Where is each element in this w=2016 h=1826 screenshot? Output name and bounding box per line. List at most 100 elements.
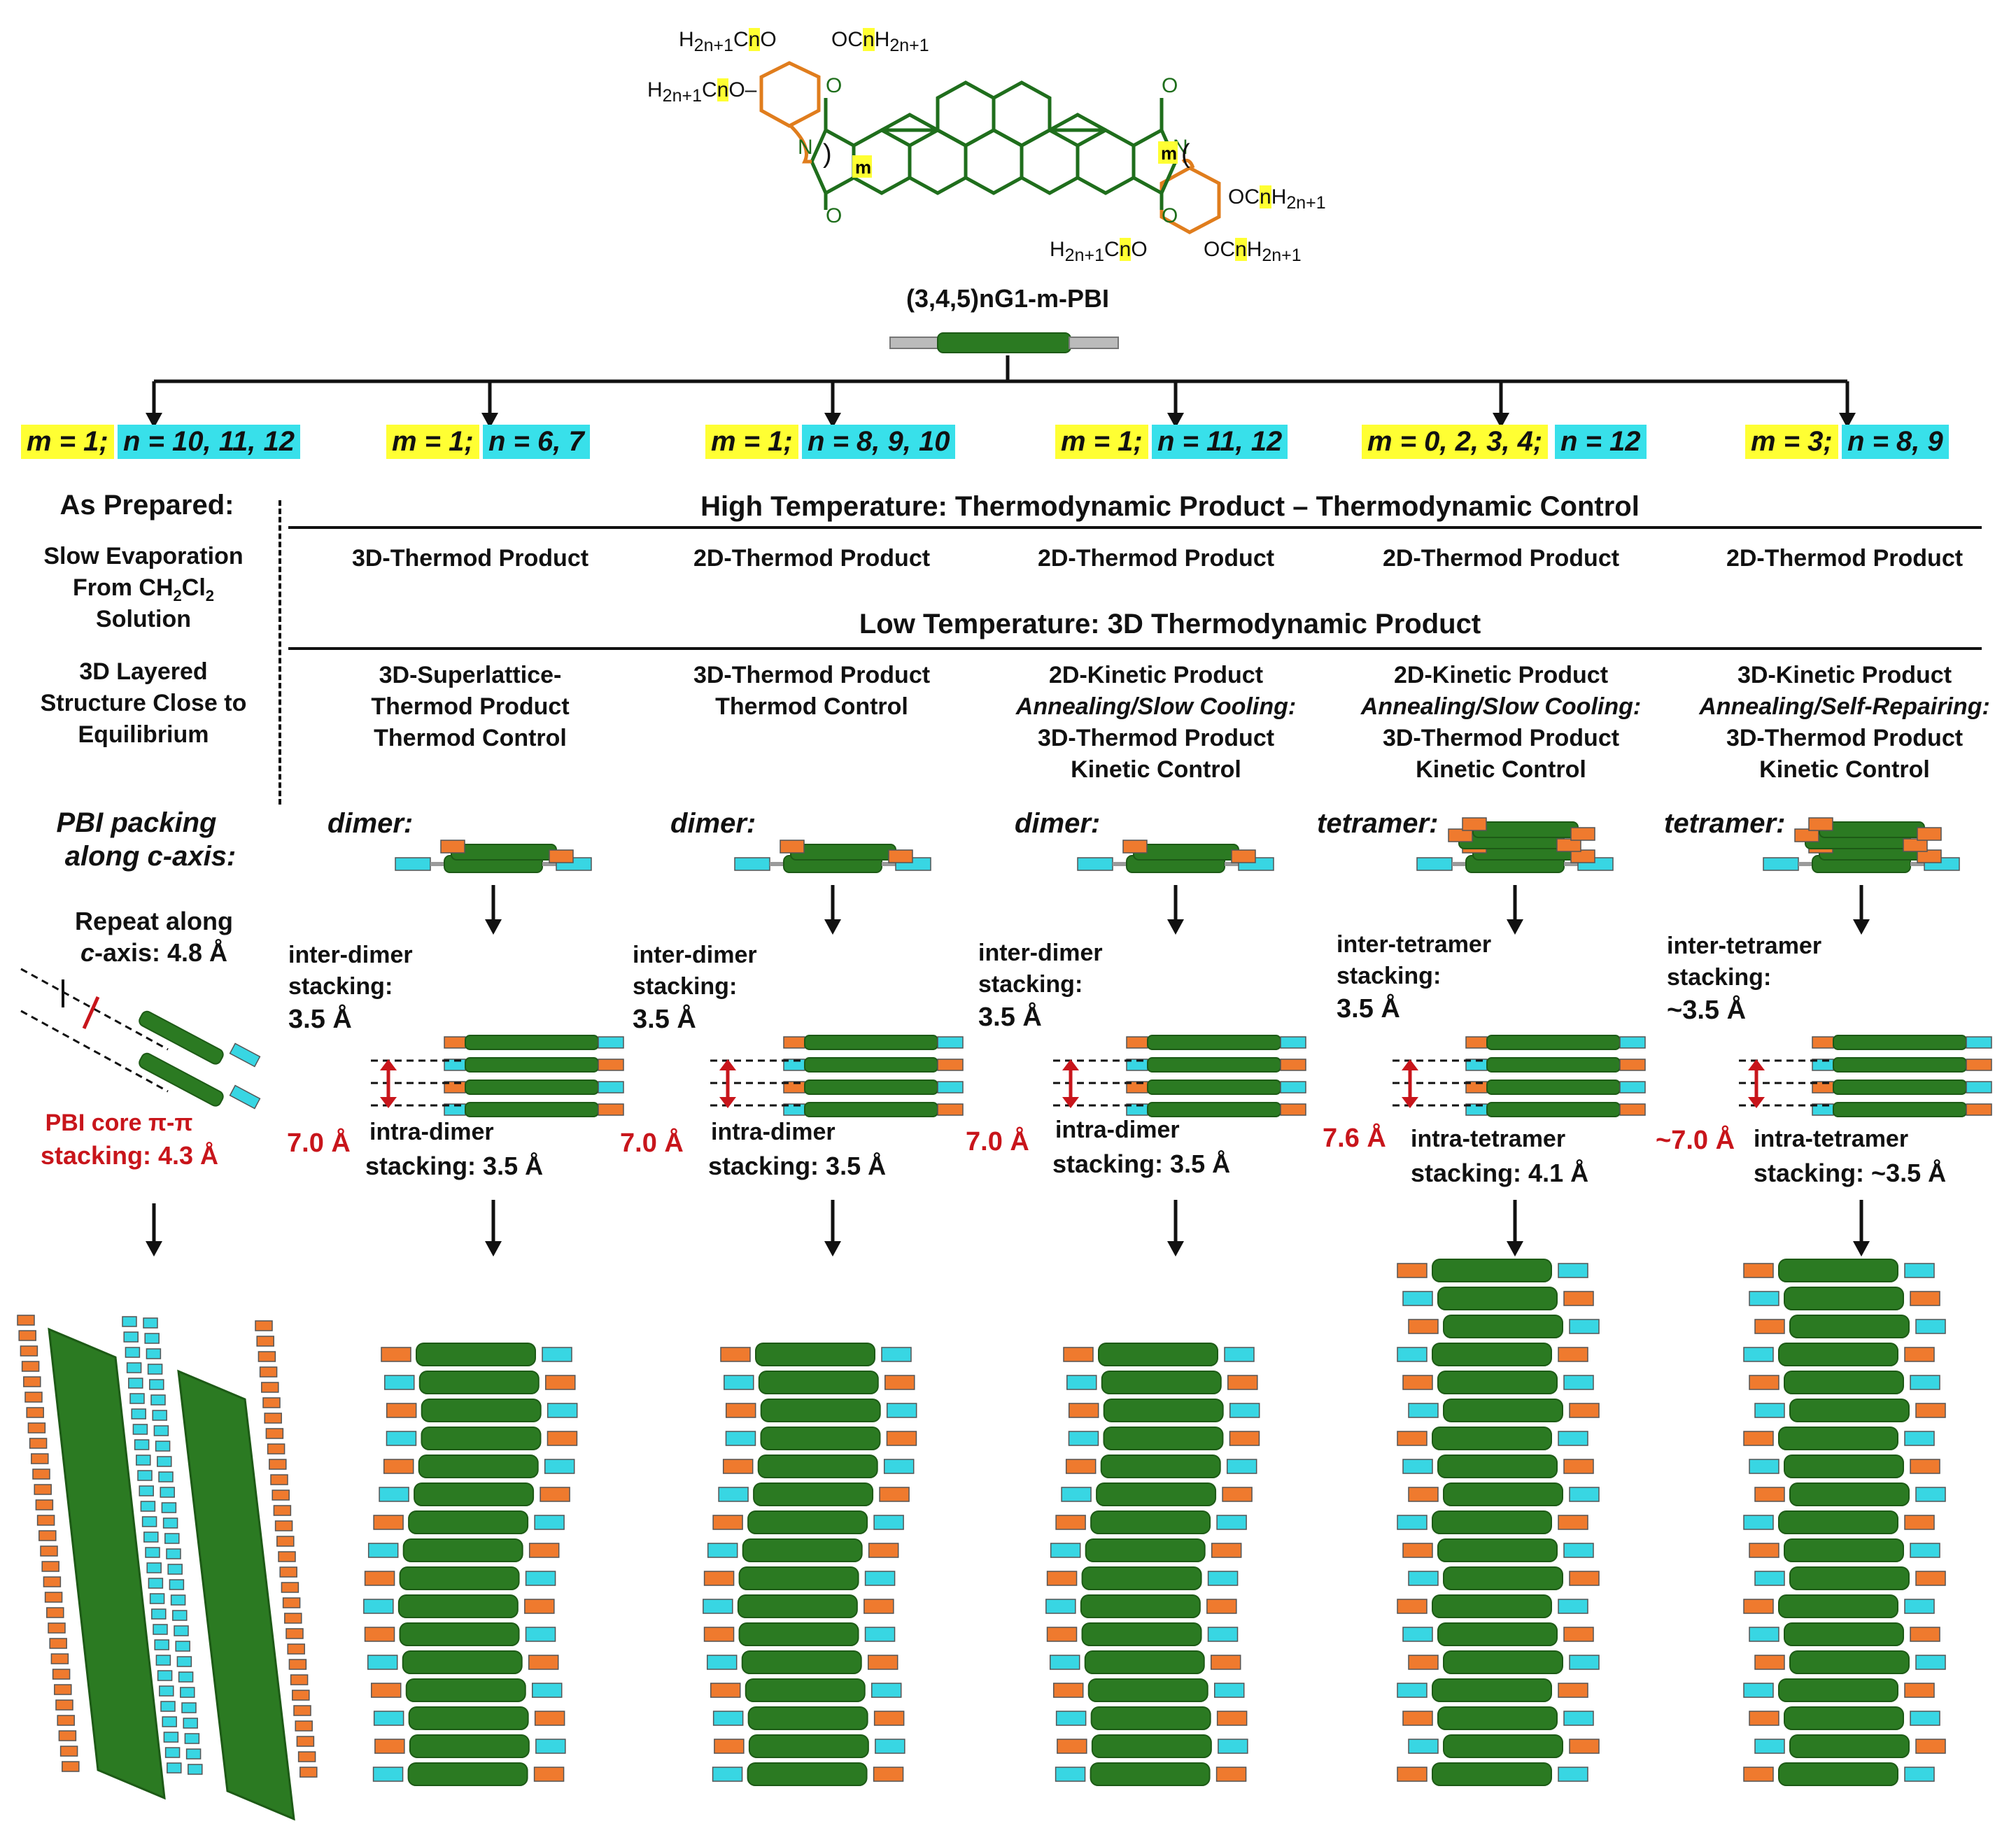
column-3-end-right-5 bbox=[1226, 1459, 1257, 1474]
column-2-end-left-10 bbox=[703, 1599, 733, 1614]
column-1-core-16 bbox=[407, 1762, 528, 1786]
column-1-end-right-14 bbox=[534, 1711, 565, 1726]
layer-left-end-5 bbox=[23, 1376, 41, 1387]
low-product-1-l2: Thermod Product bbox=[371, 693, 570, 720]
stack-1-core-2 bbox=[465, 1057, 599, 1073]
layer-left-end-2 bbox=[18, 1330, 36, 1341]
layer-left-end-10 bbox=[31, 1453, 49, 1464]
column-1-core-15 bbox=[409, 1734, 530, 1758]
column-1-end-left-1 bbox=[381, 1347, 411, 1362]
layer-right-end-1 bbox=[255, 1320, 273, 1331]
stack-3-core-3 bbox=[1147, 1080, 1281, 1095]
stack-3-inter-2: stacking: bbox=[978, 971, 1083, 998]
low-temp-rule bbox=[288, 647, 1982, 650]
high-product-2: 2D-Thermod Product bbox=[693, 545, 931, 572]
stack-2-intra-1: intra-dimer bbox=[711, 1119, 836, 1145]
m-tag-right: m bbox=[1161, 143, 1177, 164]
branch-2-m: m = 1; bbox=[386, 425, 479, 459]
column-1-end-right-9 bbox=[525, 1571, 556, 1586]
column-1-core-3 bbox=[421, 1399, 542, 1422]
layer-left-end-21 bbox=[48, 1622, 66, 1634]
column-2-core-4 bbox=[760, 1427, 881, 1450]
column-2-end-left-16 bbox=[712, 1767, 743, 1782]
column-5-core-10 bbox=[1778, 1510, 1898, 1534]
column-1-end-left-16 bbox=[372, 1767, 404, 1782]
column-5-end-left-9 bbox=[1754, 1487, 1785, 1502]
stack-5-end-right-4 bbox=[1966, 1103, 1992, 1116]
layer-center-a-25 bbox=[159, 1685, 174, 1697]
right-phenyl-ring bbox=[1159, 166, 1221, 234]
stack-4-repeat-head-down bbox=[1402, 1097, 1418, 1108]
motif-5-core-4 bbox=[1819, 821, 1925, 838]
column-5-end-right-6 bbox=[1915, 1403, 1946, 1418]
column-3-end-right-15 bbox=[1218, 1739, 1248, 1754]
column-5-core-9 bbox=[1789, 1482, 1910, 1506]
column-3-end-right-13 bbox=[1213, 1683, 1245, 1698]
motif-4-dendron-a-3 bbox=[1448, 828, 1473, 842]
column-3-end-left-15 bbox=[1057, 1739, 1087, 1754]
layer-center-b-12 bbox=[160, 1487, 175, 1498]
stack-4-intra-2: stacking: 4.1 Å bbox=[1411, 1159, 1589, 1187]
layer-left-end-6 bbox=[24, 1392, 43, 1403]
branch-5-m: m = 0, 2, 3, 4; bbox=[1362, 425, 1549, 459]
column-2-core-7 bbox=[747, 1510, 868, 1534]
stack-5-end-left-1 bbox=[1812, 1036, 1834, 1049]
column-5-end-left-4 bbox=[1743, 1347, 1774, 1362]
stack-1-core-4 bbox=[465, 1102, 599, 1117]
left-guide-2 bbox=[20, 1010, 169, 1093]
layer-left-end-1 bbox=[17, 1315, 35, 1326]
column-3-end-left-7 bbox=[1055, 1515, 1086, 1530]
motif-4-dendron-b-2 bbox=[1570, 849, 1595, 863]
stack-2-core-4 bbox=[804, 1102, 938, 1117]
column-5-core-2 bbox=[1784, 1287, 1904, 1310]
stack-3-core-2 bbox=[1147, 1057, 1281, 1073]
column-4-core-11 bbox=[1437, 1538, 1558, 1562]
column-3-end-left-4 bbox=[1068, 1431, 1099, 1446]
column-1-core-1 bbox=[416, 1343, 536, 1366]
column-2-core-6 bbox=[753, 1482, 874, 1506]
column-5-end-left-13 bbox=[1743, 1599, 1774, 1614]
column-4-end-left-15 bbox=[1408, 1655, 1439, 1670]
column-4-core-3 bbox=[1443, 1315, 1563, 1338]
slow-evap-line-3: Solution bbox=[96, 606, 191, 632]
column-1-core-4 bbox=[421, 1427, 542, 1450]
layer-left-end-9 bbox=[29, 1438, 48, 1449]
column-1-end-right-2 bbox=[545, 1375, 576, 1390]
left-arrow-head bbox=[146, 1241, 162, 1257]
stack-4-core-2 bbox=[1486, 1057, 1621, 1073]
core-stacking-line-1: PBI core π-π bbox=[45, 1110, 193, 1136]
motif-4-arrow-1-head bbox=[1507, 919, 1523, 935]
substituent-mid-left: H2n+1CnO– bbox=[647, 78, 757, 106]
layer-left-end-4 bbox=[21, 1361, 40, 1372]
layer-right-end-23 bbox=[288, 1659, 307, 1670]
column-4-end-right-12 bbox=[1569, 1571, 1600, 1586]
motif-2-dendron-a-2 bbox=[780, 840, 805, 854]
packing-line-2: along c-axis: bbox=[64, 841, 237, 872]
layer-right-end-16 bbox=[278, 1551, 296, 1562]
layer-left-end-13 bbox=[35, 1499, 54, 1510]
column-5-end-left-17 bbox=[1749, 1711, 1779, 1726]
stack-5-inter-3: ~3.5 Å bbox=[1667, 996, 1747, 1025]
column-2-end-right-15 bbox=[875, 1739, 905, 1754]
column-2-core-11 bbox=[738, 1622, 859, 1646]
layer-right-end-13 bbox=[273, 1505, 292, 1516]
column-5-core-17 bbox=[1784, 1706, 1904, 1730]
layer-center-a-30 bbox=[167, 1762, 182, 1774]
column-2-end-left-6 bbox=[718, 1487, 749, 1502]
motif-4-dendron-a-4 bbox=[1462, 817, 1487, 831]
stack-5-core-4 bbox=[1833, 1102, 1967, 1117]
packing-label-5: tetramer: bbox=[1664, 808, 1786, 839]
branch-6-n: n = 8, 9 bbox=[1842, 425, 1949, 459]
column-5-end-right-2 bbox=[1910, 1291, 1940, 1306]
layer-center-b-1 bbox=[143, 1317, 158, 1329]
column-3-core-6 bbox=[1096, 1482, 1217, 1506]
stack-5-core-1 bbox=[1833, 1035, 1967, 1050]
stack-5-repeat: ~7.0 Å bbox=[1656, 1126, 1735, 1155]
layer-left-end-27 bbox=[57, 1715, 75, 1726]
layer-center-a-1 bbox=[122, 1316, 137, 1327]
column-3-end-right-11 bbox=[1207, 1627, 1239, 1642]
slow-evap-line-2: From CH2Cl2 bbox=[72, 574, 215, 604]
stack-4-end-left-1 bbox=[1465, 1036, 1488, 1049]
